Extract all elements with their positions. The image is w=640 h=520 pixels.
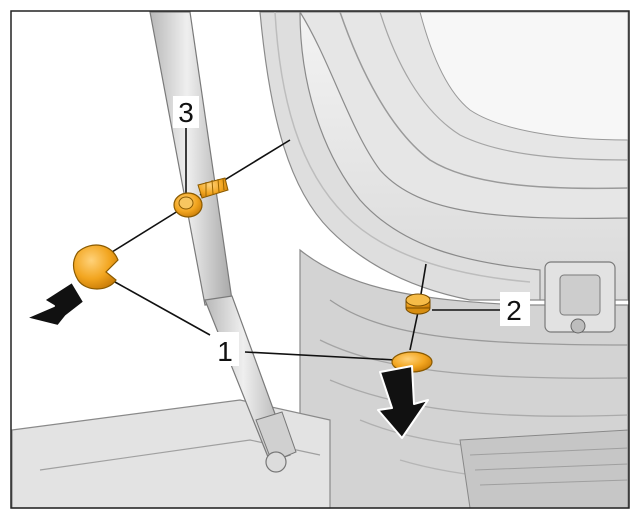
arrow-down-left-icon <box>25 281 85 327</box>
arrow-down-icon <box>377 365 429 439</box>
figure-frame <box>10 10 630 509</box>
cap-part-left <box>72 244 119 290</box>
callout-label-2: 2 <box>506 295 522 326</box>
vehicle-body <box>11 11 629 509</box>
bolt-part <box>173 177 229 218</box>
leader-lines <box>111 128 500 361</box>
nut-part <box>405 293 431 315</box>
callout-label-1: 1 <box>217 336 233 367</box>
callout-label-3: 3 <box>178 97 194 128</box>
